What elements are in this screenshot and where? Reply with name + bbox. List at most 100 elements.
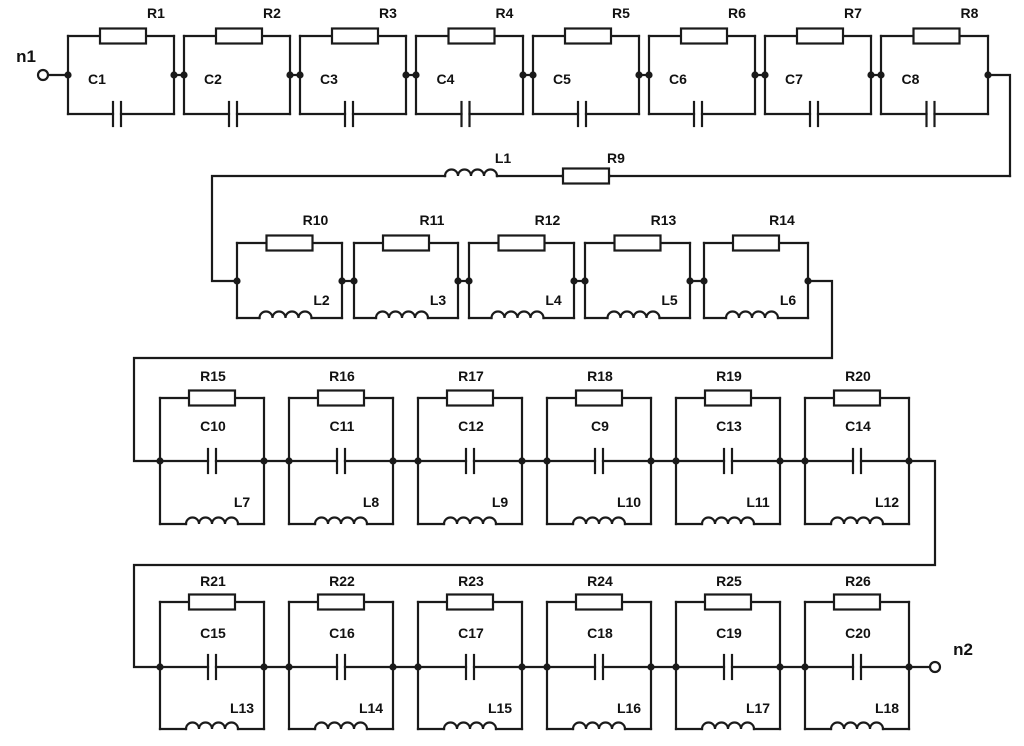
component-label: L14 <box>359 700 383 716</box>
junction-dot <box>570 277 578 285</box>
inductor <box>442 721 498 731</box>
resistor <box>703 593 753 611</box>
junction-dot <box>402 71 410 79</box>
capacitor <box>111 100 123 128</box>
component-label: R15 <box>200 368 226 384</box>
junction-dot <box>338 277 346 285</box>
component-label: C7 <box>785 71 803 87</box>
component-label: R11 <box>420 212 445 228</box>
resistor <box>703 389 753 407</box>
inductor <box>184 721 240 731</box>
junction-dot <box>801 663 809 671</box>
component-label: L11 <box>746 494 770 510</box>
component-label: R7 <box>844 5 862 21</box>
junction-dot <box>877 71 885 79</box>
resistor <box>679 27 729 45</box>
junction-dot <box>233 277 241 285</box>
component-label: L13 <box>230 700 254 716</box>
resistor <box>316 389 366 407</box>
component-label: C20 <box>845 625 871 641</box>
inductor <box>606 310 661 320</box>
junction-dot <box>776 457 784 465</box>
component-label: R20 <box>845 368 871 384</box>
capacitor <box>464 653 476 681</box>
terminal-label: n1 <box>16 47 36 66</box>
junction-dot <box>672 663 680 671</box>
component-label: R19 <box>716 368 742 384</box>
resistor <box>574 593 624 611</box>
junction-dot <box>170 71 178 79</box>
terminal <box>928 660 942 674</box>
component-label: C3 <box>320 71 338 87</box>
inductor <box>443 168 499 178</box>
component-label: L6 <box>780 292 797 308</box>
junction-dot <box>761 71 769 79</box>
junction-dot <box>64 71 72 79</box>
resistor <box>561 167 611 185</box>
component-label: R2 <box>263 5 281 21</box>
wire <box>986 73 1012 178</box>
component-label: L16 <box>617 700 641 716</box>
component-label: L3 <box>430 292 447 308</box>
junction-dot <box>286 71 294 79</box>
component-label: C2 <box>204 71 222 87</box>
inductor <box>700 516 756 526</box>
junction-dot <box>156 457 164 465</box>
inductor <box>571 721 627 731</box>
junction-dot <box>350 277 358 285</box>
junction-dot <box>414 663 422 671</box>
component-label: R9 <box>607 150 625 166</box>
capacitor <box>925 100 936 128</box>
component-label: R25 <box>716 573 742 589</box>
capacitor <box>206 653 218 681</box>
capacitor <box>851 447 863 475</box>
resistor <box>447 27 496 45</box>
resistor <box>731 234 781 252</box>
component-label: L4 <box>545 292 562 308</box>
junction-dot <box>804 277 812 285</box>
component-label: L18 <box>875 700 899 716</box>
junction-dot <box>686 277 694 285</box>
capacitor <box>851 653 863 681</box>
resistor <box>214 27 264 45</box>
junction-dot <box>751 71 759 79</box>
resistor <box>795 27 845 45</box>
resistor <box>316 593 366 611</box>
component-label: R5 <box>612 5 630 21</box>
capacitor <box>460 100 471 128</box>
wire <box>210 174 447 283</box>
component-label: R21 <box>200 573 226 589</box>
component-label: C5 <box>553 71 571 87</box>
component-label: R6 <box>728 5 746 21</box>
capacitor <box>227 100 239 128</box>
component-label: C1 <box>88 71 106 87</box>
junction-dot <box>285 663 293 671</box>
resistor <box>445 389 495 407</box>
component-label: C13 <box>716 418 742 434</box>
resistor <box>265 234 314 252</box>
capacitor <box>576 100 588 128</box>
component-label: R8 <box>961 5 979 21</box>
junction-dot <box>647 663 655 671</box>
junction-dot <box>543 663 551 671</box>
components <box>36 27 992 731</box>
capacitor <box>464 447 476 475</box>
inductor <box>724 310 780 320</box>
wires <box>46 34 1012 731</box>
component-label: C14 <box>845 418 871 434</box>
component-label: L5 <box>661 292 678 308</box>
component-label: C19 <box>716 625 742 641</box>
terminal <box>36 68 50 82</box>
junction-dot <box>414 457 422 465</box>
junction-dot <box>518 457 526 465</box>
junction-dot <box>905 663 913 671</box>
inductor <box>313 516 369 526</box>
capacitor <box>206 447 218 475</box>
component-label: L8 <box>363 494 380 510</box>
inductor <box>829 516 885 526</box>
junction-dot <box>260 663 268 671</box>
component-label: C8 <box>902 71 920 87</box>
junction-dot <box>672 457 680 465</box>
